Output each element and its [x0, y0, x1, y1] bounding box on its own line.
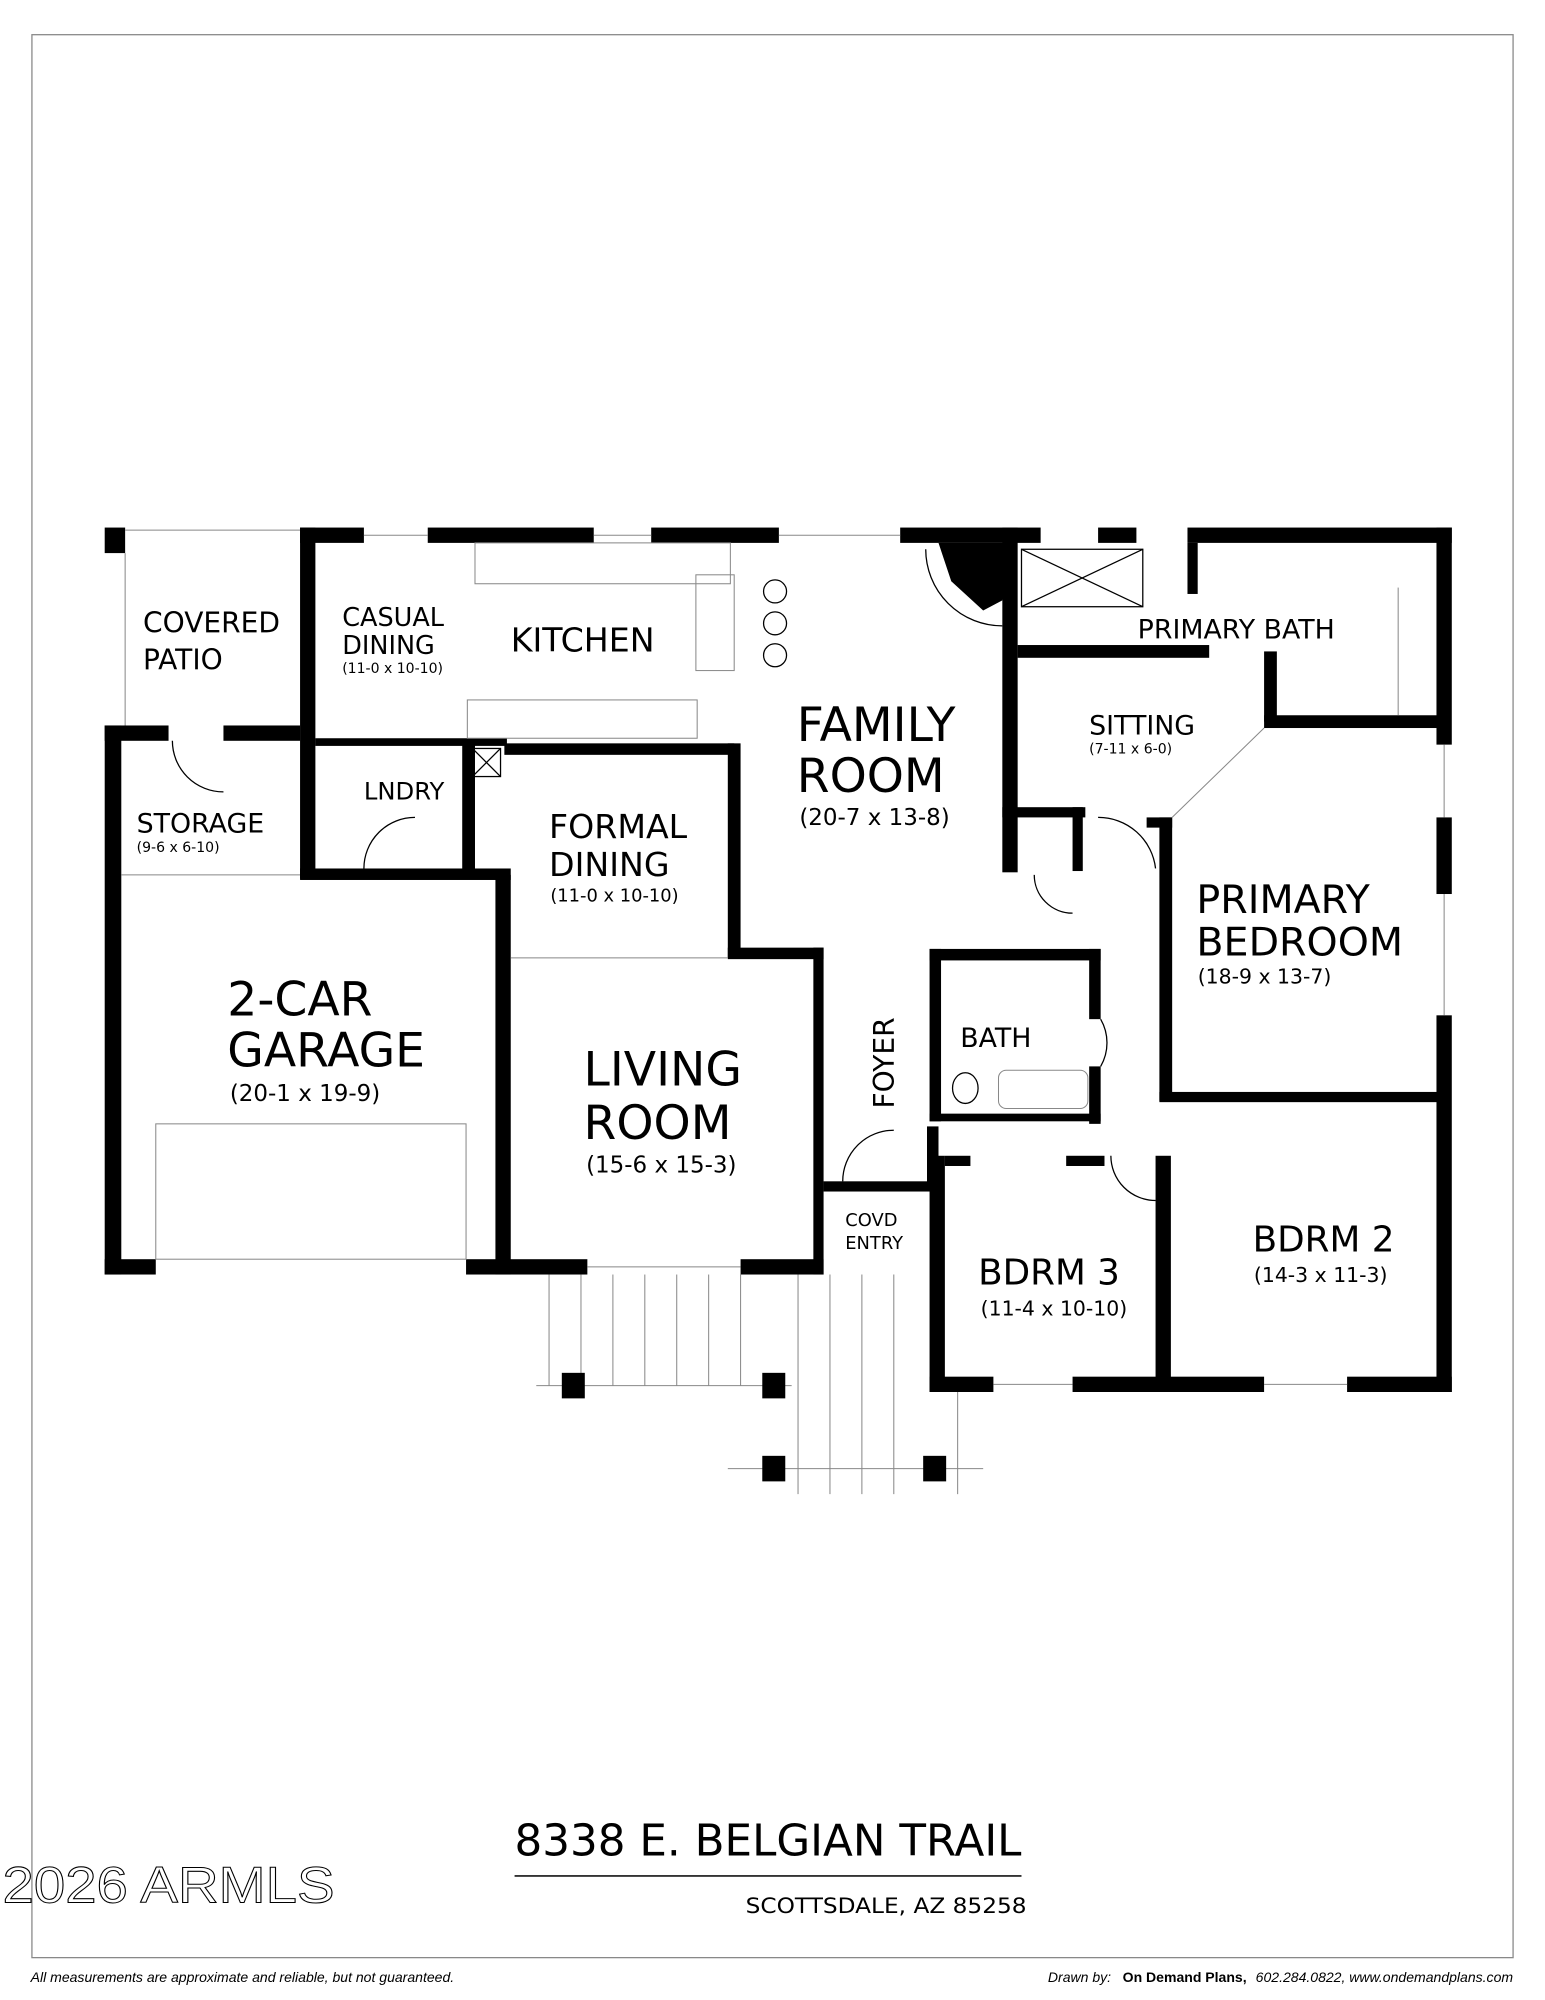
- room-kitchen: KITCHEN: [511, 620, 655, 659]
- room-living-dims: (15-6 x 15-3): [586, 1152, 736, 1178]
- room-laundry: LNDRY: [364, 777, 445, 806]
- contact-info: 602.284.0822, www.ondemandplans.com: [1256, 1969, 1514, 1985]
- room-casual-dining-line2: DINING: [342, 631, 435, 661]
- room-primary-bath: PRIMARY BATH: [1138, 615, 1335, 646]
- room-living: LIVING: [584, 1043, 742, 1098]
- room-foyer: FOYER: [868, 1017, 901, 1108]
- city-line: SCOTTSDALE, AZ 85258: [746, 1894, 1027, 1919]
- room-casual-dining-dims: (11-0 x 10-10): [342, 661, 443, 677]
- watermark: 2026 ARMLS: [3, 1857, 335, 1914]
- room-bdrm2-dims: (14-3 x 11-3): [1254, 1263, 1388, 1287]
- room-garage-line2: GARAGE: [227, 1023, 425, 1078]
- page-border: [31, 34, 1514, 1959]
- address-title: 8338 E. BELGIAN TRAIL: [515, 1816, 1022, 1866]
- room-casual-dining: CASUAL: [342, 603, 445, 633]
- room-covered-patio-line2: PATIO: [143, 643, 223, 676]
- room-family: FAMILY: [797, 698, 956, 753]
- room-bdrm2: BDRM 2: [1253, 1220, 1395, 1261]
- room-bdrm3-dims: (11-4 x 10-10): [981, 1296, 1128, 1320]
- room-covd-entry: COVD: [845, 1210, 897, 1231]
- room-bdrm3: BDRM 3: [978, 1253, 1120, 1294]
- porch: [536, 1274, 984, 1495]
- room-primary-bedroom-line2: BEDROOM: [1196, 919, 1403, 965]
- title-block: 2026 ARMLS 8338 E. BELGIAN TRAIL SCOTTSD…: [2, 1816, 1027, 1919]
- room-labels: COVERED PATIO CASUAL DINING (11-0 x 10-1…: [137, 603, 1403, 1321]
- room-family-line2: ROOM: [797, 749, 945, 804]
- room-storage-dims: (9-6 x 6-10): [137, 840, 220, 856]
- footer: All measurements are approximate and rel…: [30, 1969, 1514, 1985]
- room-sitting-dims: (7-11 x 6-0): [1089, 742, 1172, 758]
- room-formal-dining: FORMAL: [549, 807, 688, 846]
- room-covd-entry-line2: ENTRY: [845, 1233, 903, 1254]
- room-bath: BATH: [960, 1023, 1031, 1054]
- room-garage-dims: (20-1 x 19-9): [230, 1081, 380, 1107]
- company-name: On Demand Plans,: [1123, 1969, 1247, 1985]
- room-primary-bedroom: PRIMARY: [1196, 877, 1370, 923]
- room-formal-dining-line2: DINING: [549, 845, 670, 884]
- room-garage: 2-CAR: [227, 972, 372, 1027]
- room-sitting: SITTING: [1089, 710, 1195, 741]
- room-formal-dining-dims: (11-0 x 10-10): [550, 886, 678, 907]
- disclaimer: All measurements are approximate and rel…: [30, 1969, 455, 1985]
- drawn-by-label: Drawn by:: [1048, 1969, 1111, 1985]
- room-family-dims: (20-7 x 13-8): [799, 805, 949, 831]
- room-covered-patio: COVERED: [143, 606, 280, 639]
- drawn-by: Drawn by: On Demand Plans, 602.284.0822,…: [1048, 1969, 1513, 1985]
- room-living-line2: ROOM: [584, 1096, 732, 1151]
- walls: [104, 527, 1452, 1392]
- room-storage: STORAGE: [137, 809, 265, 840]
- room-primary-bedroom-dims: (18-9 x 13-7): [1198, 964, 1332, 988]
